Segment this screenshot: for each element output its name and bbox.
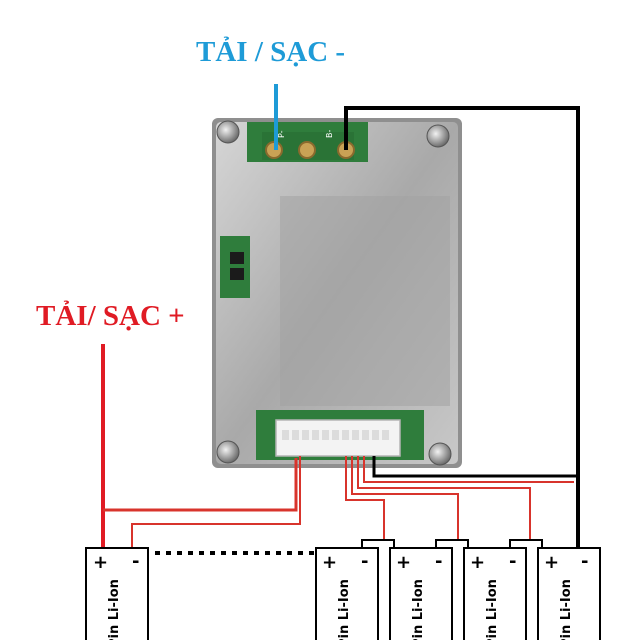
cell-3-plus: + (396, 552, 411, 573)
load-charge-negative-label: TẢI / SẠC - (196, 36, 346, 68)
cell-4-plus: + (470, 552, 485, 573)
balance-wires (131, 456, 574, 548)
screw-top-right (426, 124, 450, 148)
cell-1-label: Pin Li-Ion (107, 579, 122, 640)
cell-5-minus: - (581, 551, 588, 572)
side-pcb-tab (220, 236, 250, 298)
pad-label-p: P- (277, 130, 286, 138)
series-links (361, 539, 543, 548)
cell-4-minus: - (509, 551, 516, 572)
pad-label-b: B- (325, 130, 334, 138)
positive-balance-wire (103, 458, 298, 512)
balance-black-wire (372, 456, 578, 478)
screw-bottom-left (216, 440, 240, 464)
cell-4-label: Pin Li-Ion (485, 579, 500, 640)
cell-2: + - Pin Li-Ion (315, 547, 379, 640)
cell-3-minus: - (435, 551, 442, 572)
cell-1-minus: - (132, 551, 139, 572)
cell-5-label: Pin Li-Ion (559, 579, 574, 640)
cell-2-minus: - (361, 551, 368, 572)
b-minus-wire (344, 106, 580, 548)
cell-2-plus: + (322, 552, 337, 573)
cell-2-label: Pin Li-Ion (337, 579, 352, 640)
cell-1-plus: + (93, 552, 108, 573)
cell-1: + - Pin Li-Ion (85, 547, 149, 640)
cell-5: + - Pin Li-Ion (537, 547, 601, 640)
bms-board: P- B- (212, 118, 462, 468)
connector-pins (282, 430, 389, 440)
p-minus-pad-2 (298, 141, 316, 159)
cell-3: + - Pin Li-Ion (389, 547, 453, 640)
cell-3-label: Pin Li-Ion (411, 579, 426, 640)
screw-top-left (216, 120, 240, 144)
cell-5-plus: + (544, 552, 559, 573)
screw-bottom-right (428, 442, 452, 466)
load-charge-positive-label: TẢI/ SẠC + (36, 300, 185, 332)
cell-4: + - Pin Li-Ion (463, 547, 527, 640)
